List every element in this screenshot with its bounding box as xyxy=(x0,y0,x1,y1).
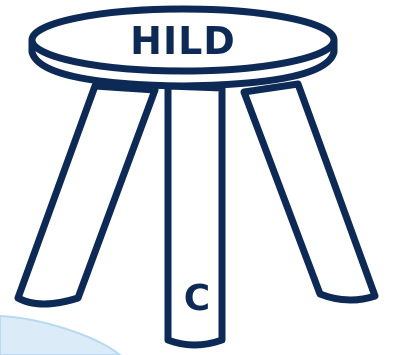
stool-leg-left xyxy=(18,86,155,304)
background-blob xyxy=(0,316,120,355)
seat-label: HILD xyxy=(130,19,236,63)
stool-leg-right xyxy=(244,84,375,300)
leg-label: C xyxy=(184,278,210,319)
